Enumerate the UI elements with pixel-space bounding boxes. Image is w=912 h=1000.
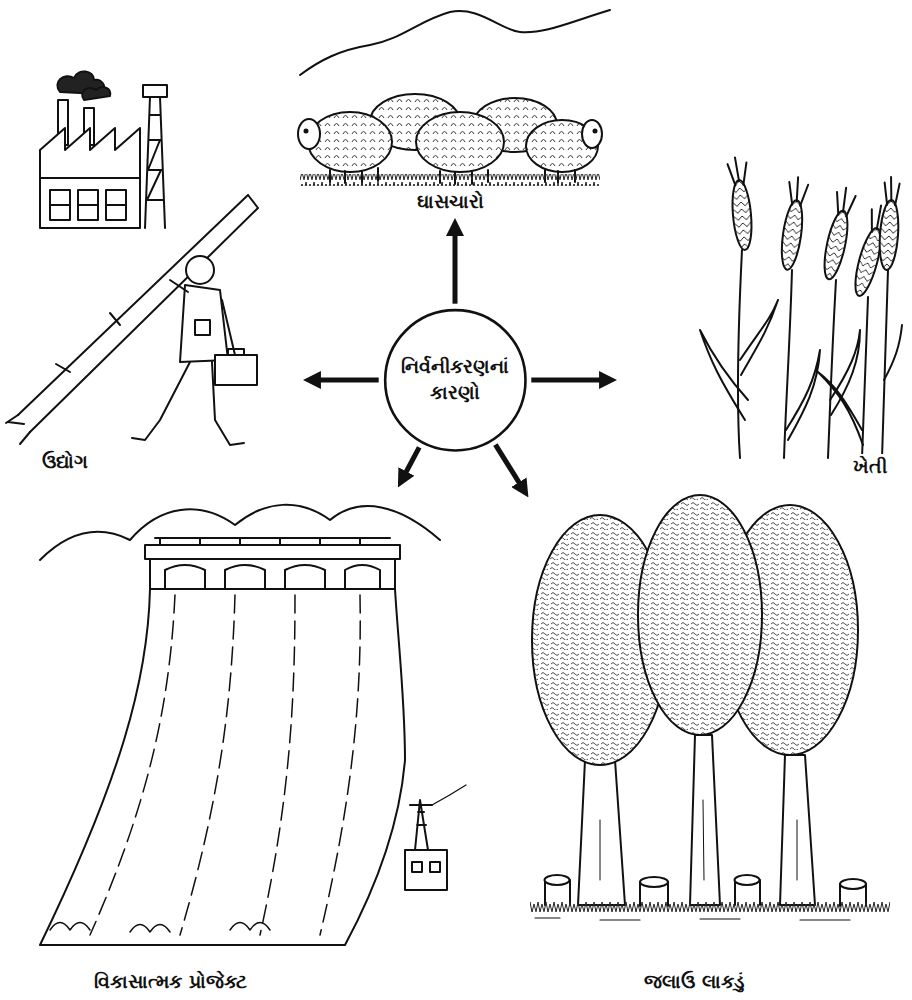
dam-project: [40, 505, 466, 945]
cause-label: ઉદ્યોગ: [38, 449, 92, 475]
circle-title: નિર્વનીકરણનાં કારણો: [396, 354, 514, 405]
cause-circle: નિર્વનીકરણનાં કારણો: [383, 308, 528, 453]
cause-label: ખેતી: [849, 454, 891, 480]
text-holder: નિર્વનીકરણનાં કારણો: [383, 308, 528, 453]
industry-factory: [40, 71, 167, 228]
cause-picture: ઉદ્યોગ: [8, 90, 300, 475]
cause-picture: જલાઉ લાકડું: [520, 500, 900, 995]
circle-border: [385, 310, 525, 450]
cause-arrow: [531, 378, 603, 383]
text-holder: જલાઉ લાકડું: [640, 969, 748, 995]
text-holder: ઘાસચારો: [290, 189, 610, 215]
circle-outline: [383, 308, 528, 453]
cause-picture: ખેતી: [620, 200, 905, 480]
cause-arrow: [405, 447, 420, 475]
grazing-sheep: [298, 10, 610, 186]
cause-label: જલાઉ લાકડું: [640, 969, 748, 995]
cause-arrow: [453, 232, 458, 304]
log-carrier: [6, 195, 258, 445]
cause-arrow: [495, 445, 521, 486]
wheat-crop: [700, 156, 902, 458]
text-holder: વિકાસાત્મક પ્રોજેક્ટ: [90, 969, 251, 995]
text-holder: ઉદ્યોગ: [38, 449, 92, 475]
firewood-trees: [530, 495, 890, 920]
cause-arrow: [317, 378, 379, 383]
text-holder: ખેતી: [849, 454, 891, 480]
cause-picture: ઘાસચારો: [290, 20, 610, 215]
cause-picture: વિકાસાત્મક પ્રોજેક્ટ: [20, 490, 460, 995]
cause-label: વિકાસાત્મક પ્રોજેક્ટ: [90, 969, 251, 995]
cause-label: ઘાસચારો: [413, 189, 488, 215]
